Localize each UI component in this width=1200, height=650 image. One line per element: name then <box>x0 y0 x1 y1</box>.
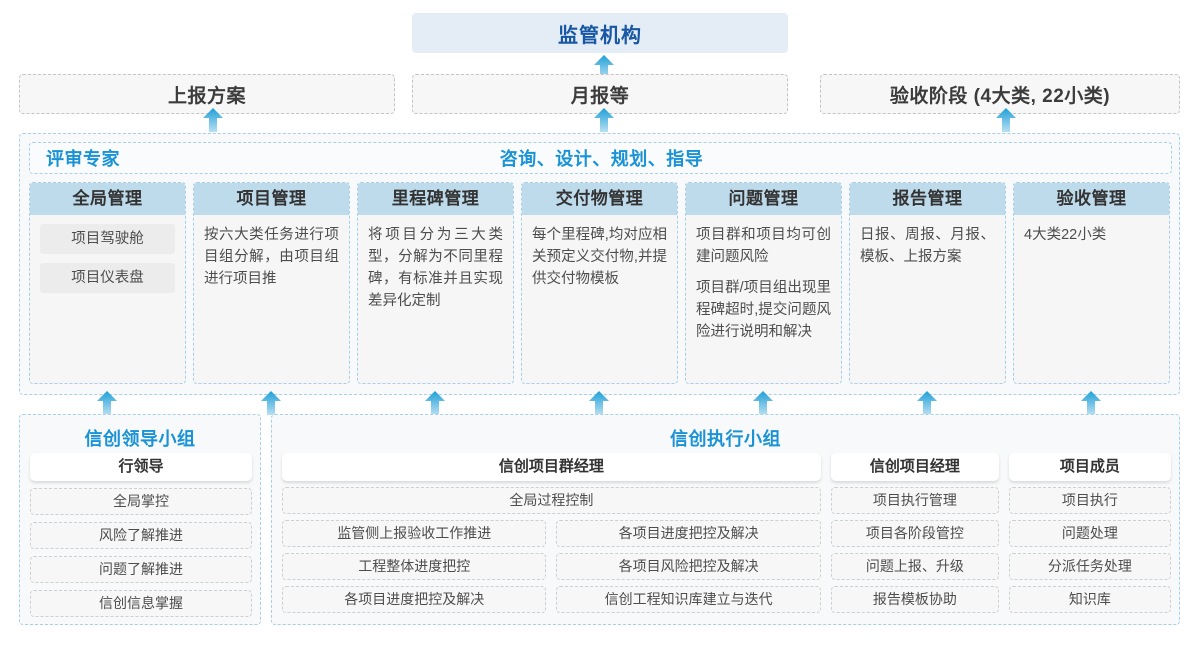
leading-group-panel: 信创领导小组 行领导 全局掌控风险了解推进问题了解推进信创信息掌握 <box>19 414 261 625</box>
project-manager-task: 项目执行管理 <box>830 487 999 514</box>
leading-group-title: 信创领导小组 <box>84 429 196 449</box>
arrow-up-icon-to-column-3 <box>424 391 445 415</box>
column-paragraph: 日报、周报、月报、模板、上报方案 <box>860 227 995 265</box>
column-header: 问题管理 <box>686 183 841 215</box>
column-body: 将项目分为三大类型，分解为不同里程碑，有标准并且实现差异化定制 <box>358 215 513 312</box>
management-column-5: 问题管理项目群和项目均可创建问题风险项目群/项目组出现里程碑超时,提交问题风险进… <box>685 182 842 384</box>
leading-group-task: 风险了解推进 <box>30 522 252 549</box>
management-column-3: 里程碑管理将项目分为三大类型，分解为不同里程碑，有标准并且实现差异化定制 <box>357 182 514 384</box>
middle-title-bar: 评审专家 咨询、设计、规划、指导 <box>29 142 1172 174</box>
management-column-1: 全局管理项目驾驶舱项目仪表盘 <box>29 182 186 384</box>
column-paragraph: 项目群和项目均可创建问题风险 <box>696 227 831 265</box>
column-paragraph: 4大类22小类 <box>1024 227 1107 243</box>
column-chip: 项目驾驶舱 <box>40 224 175 254</box>
exec-group-panel: 信创执行小组 信创项目群经理 全局过程控制 监管侧上报验收工作推进工程整体进度把… <box>271 414 1180 625</box>
column-header: 项目管理 <box>194 183 349 215</box>
program-manager-task: 工程整体进度把控 <box>282 553 547 580</box>
program-manager-task: 监管侧上报验收工作推进 <box>282 520 547 547</box>
column-body: 每个里程碑,均对应相关预定义交付物,并提供交付物模板 <box>522 215 677 290</box>
arrow-up-icon-to-monthly <box>594 108 614 132</box>
report-box-plan: 上报方案 <box>19 74 395 114</box>
column-body: 按六大类任务进行项目组分解，由项目组进行项目推 <box>194 215 349 290</box>
role-project-member: 项目成员 <box>1008 453 1171 481</box>
column-paragraph: 按六大类任务进行项目组分解，由项目组进行项目推 <box>204 227 339 287</box>
project-member-task: 问题处理 <box>1008 520 1171 547</box>
column-header: 报告管理 <box>850 183 1005 215</box>
column-body: 项目驾驶舱项目仪表盘 <box>30 215 185 293</box>
project-member-column: 项目成员 项目执行问题处理分派任务处理知识库 <box>1008 453 1171 613</box>
project-manager-column: 信创项目经理 项目执行管理项目各阶段管控问题上报、升级报告模板协助 <box>830 453 999 613</box>
regulator-box: 监管机构 <box>412 13 788 53</box>
project-member-task: 项目执行 <box>1008 487 1171 514</box>
arrow-up-icon-to-column-6 <box>916 391 937 415</box>
column-header: 验收管理 <box>1014 183 1169 215</box>
column-header: 全局管理 <box>30 183 185 215</box>
column-body: 项目群和项目均可创建问题风险项目群/项目组出现里程碑超时,提交问题风险进行说明和… <box>686 215 841 343</box>
column-paragraph: 项目群/项目组出现里程碑超时,提交问题风险进行说明和解决 <box>696 280 831 340</box>
management-column-6: 报告管理日报、周报、月报、模板、上报方案 <box>849 182 1006 384</box>
arrow-up-icon-to-column-2 <box>260 391 281 415</box>
management-column-2: 项目管理按六大类任务进行项目组分解，由项目组进行项目推 <box>193 182 350 384</box>
middle-panel: 评审专家 咨询、设计、规划、指导 全局管理项目驾驶舱项目仪表盘项目管理按六大类任… <box>19 133 1180 395</box>
report-box-acceptance: 验收阶段 (4大类, 22小类) <box>820 74 1180 114</box>
arrow-up-icon-to-acceptance <box>996 108 1016 132</box>
program-manager-task-rows: 监管侧上报验收工作推进工程整体进度把控各项目进度把控及解决 各项目进度把控及解决… <box>282 514 821 613</box>
arrow-up-icon-to-column-7 <box>1080 391 1101 415</box>
column-header: 里程碑管理 <box>358 183 513 215</box>
review-expert-label: 评审专家 <box>46 149 120 169</box>
column-header: 交付物管理 <box>522 183 677 215</box>
exec-group-title: 信创执行小组 <box>670 429 781 449</box>
column-body: 4大类22小类 <box>1014 215 1169 246</box>
task-global-process-control: 全局过程控制 <box>282 487 821 514</box>
column-body: 日报、周报、月报、模板、上报方案 <box>850 215 1005 268</box>
role-bank-leader: 行领导 <box>30 453 252 481</box>
management-column-7: 验收管理 4大类22小类 <box>1013 182 1170 384</box>
project-member-task: 知识库 <box>1008 586 1171 613</box>
program-manager-task: 各项目进度把控及解决 <box>556 520 821 547</box>
program-manager-task: 各项目进度把控及解决 <box>282 586 547 613</box>
program-manager-column: 信创项目群经理 全局过程控制 监管侧上报验收工作推进工程整体进度把控各项目进度把… <box>282 453 821 613</box>
column-paragraph: 每个里程碑,均对应相关预定义交付物,并提供交付物模板 <box>532 227 667 287</box>
program-manager-task: 信创工程知识库建立与迭代 <box>556 586 821 613</box>
arrow-up-icon-to-column-5 <box>752 391 773 415</box>
arrow-up-icon-to-column-4 <box>588 391 609 415</box>
arrow-up-icon-to-regulator <box>594 55 614 79</box>
report-row: 上报方案 月报等 验收阶段 (4大类, 22小类) <box>0 74 1200 114</box>
project-member-task: 分派任务处理 <box>1008 553 1171 580</box>
consulting-label: 咨询、设计、规划、指导 <box>499 149 704 169</box>
column-chip: 项目仪表盘 <box>40 263 175 293</box>
leading-group-task: 问题了解推进 <box>30 556 252 583</box>
leading-group-task: 信创信息掌握 <box>30 590 252 617</box>
arrow-up-icon-to-plan <box>203 108 223 132</box>
management-column-4: 交付物管理每个里程碑,均对应相关预定义交付物,并提供交付物模板 <box>521 182 678 384</box>
program-manager-task: 各项目风险把控及解决 <box>556 553 821 580</box>
project-manager-task: 问题上报、升级 <box>830 553 999 580</box>
project-manager-task: 报告模板协助 <box>830 586 999 613</box>
project-manager-task: 项目各阶段管控 <box>830 520 999 547</box>
role-project-manager: 信创项目经理 <box>830 453 999 481</box>
leading-group-task: 全局掌控 <box>30 488 252 515</box>
arrow-up-icon-to-column-1 <box>96 391 117 415</box>
report-box-monthly: 月报等 <box>412 74 788 114</box>
role-program-manager: 信创项目群经理 <box>282 453 821 481</box>
column-paragraph: 将项目分为三大类型，分解为不同里程碑，有标准并且实现差异化定制 <box>368 227 503 309</box>
